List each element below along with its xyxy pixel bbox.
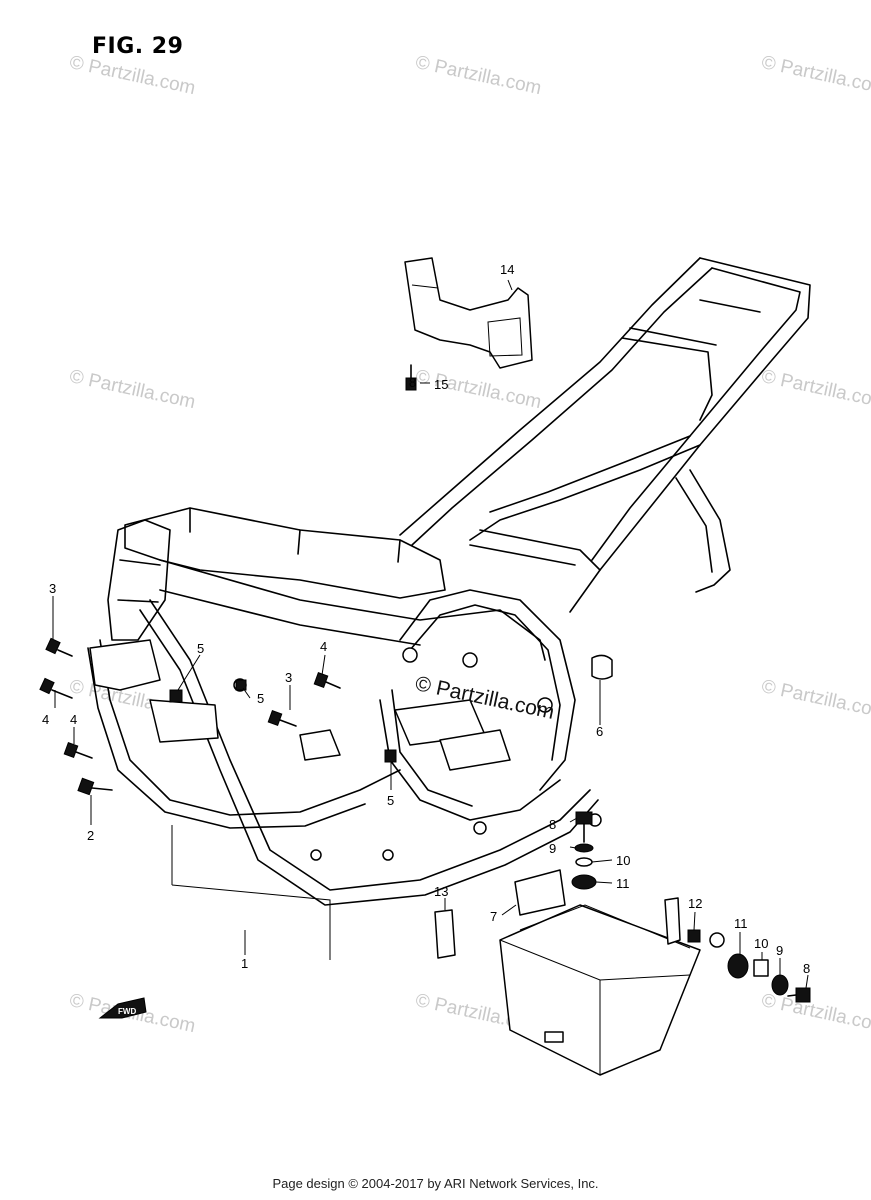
callout-5-mid: 5: [257, 691, 264, 706]
callout-4-mid: 4: [320, 639, 327, 654]
callout-9-right: 9: [776, 943, 783, 958]
callout-5-lower: 5: [387, 793, 394, 808]
bolt-part-4-mid[interactable]: [313, 672, 341, 689]
grommet-part-6[interactable]: [591, 654, 613, 680]
bracket-part-14[interactable]: [404, 257, 533, 369]
callout-12: 12: [688, 896, 702, 911]
callout-13: 13: [434, 884, 448, 899]
callout-5-left: 5: [197, 641, 204, 656]
callout-15: 15: [434, 377, 448, 392]
callout-3-mid: 3: [285, 670, 292, 685]
part-1-leader: [171, 825, 331, 960]
callout-3-upper: 3: [49, 581, 56, 596]
callout-labels: 1 2 3 3 4 4 4 5 5 5 6 7 8 8 8 9 9 10 10 …: [42, 262, 810, 976]
bolt-part-4-left[interactable]: [39, 677, 73, 699]
callout-14: 14: [500, 262, 514, 277]
callout-8-bracket: 8: [409, 375, 416, 390]
callout-4-left: 4: [42, 712, 49, 727]
battery-case-part-7[interactable]: [499, 869, 725, 1076]
bolt-part-3-mid[interactable]: [267, 710, 297, 727]
callout-8-right: 8: [803, 961, 810, 976]
bolt-part-15[interactable]: [405, 364, 417, 391]
nut-part-12[interactable]: [687, 929, 701, 943]
bolt-part-4-lower[interactable]: [63, 742, 93, 759]
callout-10-upper: 10: [616, 853, 630, 868]
callout-2: 2: [87, 828, 94, 843]
callout-4-lower: 4: [70, 712, 77, 727]
figure-title: FIG. 29: [92, 34, 184, 59]
bolt-part-3-upper[interactable]: [45, 637, 73, 657]
forward-arrow-icon: FWD: [98, 997, 147, 1019]
callout-8-upper: 8: [549, 817, 556, 832]
callout-11-upper: 11: [616, 876, 630, 891]
bolt-part-2[interactable]: [77, 777, 113, 796]
bolt-stack-upper[interactable]: [571, 811, 597, 890]
bolt-stack-right[interactable]: [727, 953, 811, 1003]
callout-11-right: 11: [734, 916, 748, 931]
nut-part-5-lower[interactable]: [384, 749, 397, 763]
callout-10-right: 10: [754, 936, 768, 951]
callout-6: 6: [596, 724, 603, 739]
callout-9-upper: 9: [549, 841, 556, 856]
page-footer: Page design © 2004-2017 by ARI Network S…: [272, 1176, 599, 1191]
leader-lines: [52, 279, 809, 989]
callout-1: 1: [241, 956, 248, 971]
band-part-13[interactable]: [434, 909, 456, 959]
nut-part-5-mid[interactable]: [235, 679, 247, 691]
nut-part-5-left[interactable]: [169, 689, 183, 703]
callout-7: 7: [490, 909, 497, 924]
frame-assembly[interactable]: [87, 257, 811, 906]
forward-arrow-label: FWD: [118, 1007, 136, 1016]
